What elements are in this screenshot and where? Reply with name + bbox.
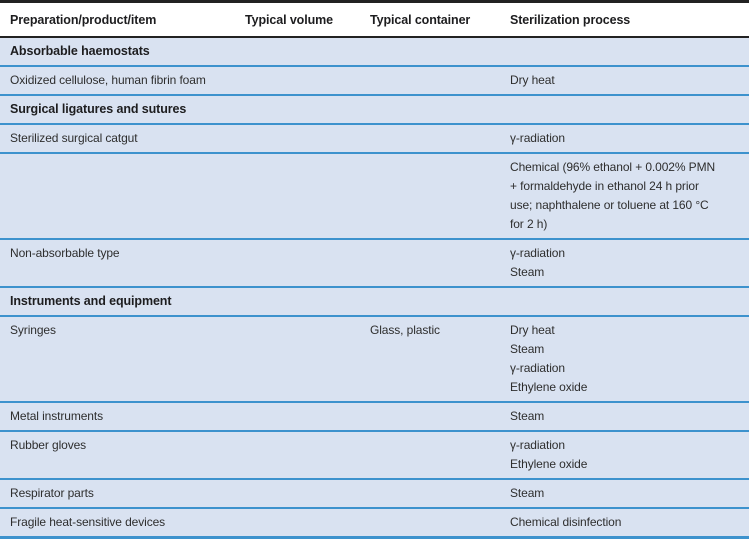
table-row: Chemical (96% ethanol + 0.002% PMN + for… (0, 153, 749, 239)
process-cell: Steam (510, 409, 545, 423)
table-row: Oxidized cellulose, human fibrin foam Dr… (0, 66, 749, 95)
table-header: Preparation/product/item Typical volume … (0, 1, 749, 37)
container-cell (360, 479, 500, 508)
volume-cell (235, 316, 360, 402)
item-cell: Syringes (10, 323, 56, 337)
volume-cell (235, 402, 360, 431)
item-cell: Fragile heat-sensitive devices (10, 515, 166, 529)
volume-cell (235, 239, 360, 287)
container-cell (360, 239, 500, 287)
container-cell (360, 66, 500, 95)
process-cell: γ-radiation Ethylene oxide (510, 438, 588, 471)
section-row-instruments-equipment: Instruments and equipment (0, 287, 749, 316)
header-row: Preparation/product/item Typical volume … (0, 1, 749, 37)
volume-cell (235, 124, 360, 153)
container-cell: Glass, plastic (370, 323, 440, 337)
item-cell: Oxidized cellulose, human fibrin foam (10, 73, 206, 87)
volume-cell (235, 479, 360, 508)
container-cell (360, 431, 500, 479)
table-row: Fragile heat-sensitive devices Chemical … (0, 508, 749, 538)
item-cell: Rubber gloves (10, 438, 87, 452)
container-cell (360, 124, 500, 153)
process-cell: γ-radiation Steam (510, 246, 565, 279)
section-row-absorbable-haemostats: Absorbable haemostats (0, 37, 749, 66)
item-cell: Respirator parts (10, 486, 94, 500)
process-cell: Dry heat Steam γ-radiation Ethylene oxid… (510, 323, 588, 394)
process-cell: Chemical (96% ethanol + 0.002% PMN + for… (510, 160, 716, 231)
column-header-item: Preparation/product/item (10, 13, 157, 27)
table-row: Syringes Glass, plastic Dry heat Steam γ… (0, 316, 749, 402)
process-cell: Steam (510, 486, 545, 500)
column-header-process: Sterilization process (510, 13, 631, 27)
column-header-volume: Typical volume (245, 13, 333, 27)
process-cell: Chemical disinfection (510, 515, 622, 529)
item-cell (0, 153, 235, 239)
volume-cell (235, 508, 360, 538)
column-header-container: Typical container (370, 13, 471, 27)
container-cell (360, 508, 500, 538)
table-row: Sterilized surgical catgut γ-radiation (0, 124, 749, 153)
table-row: Respirator parts Steam (0, 479, 749, 508)
volume-cell (235, 153, 360, 239)
section-label: Surgical ligatures and sutures (10, 102, 187, 116)
section-label: Absorbable haemostats (10, 44, 150, 58)
item-cell: Metal instruments (10, 409, 103, 423)
table-row: Rubber gloves γ-radiation Ethylene oxide (0, 431, 749, 479)
table-row: Non-absorbable type γ-radiation Steam (0, 239, 749, 287)
volume-cell (235, 431, 360, 479)
container-cell (360, 153, 500, 239)
table-row: Metal instruments Steam (0, 402, 749, 431)
container-cell (360, 402, 500, 431)
item-cell: Sterilized surgical catgut (10, 131, 138, 145)
volume-cell (235, 66, 360, 95)
table-body: Absorbable haemostats Oxidized cellulose… (0, 37, 749, 538)
item-cell: Non-absorbable type (10, 246, 120, 260)
process-cell: Dry heat (510, 73, 555, 87)
section-row-surgical-ligatures: Surgical ligatures and sutures (0, 95, 749, 124)
process-cell: γ-radiation (510, 131, 565, 145)
section-label: Instruments and equipment (10, 294, 172, 308)
